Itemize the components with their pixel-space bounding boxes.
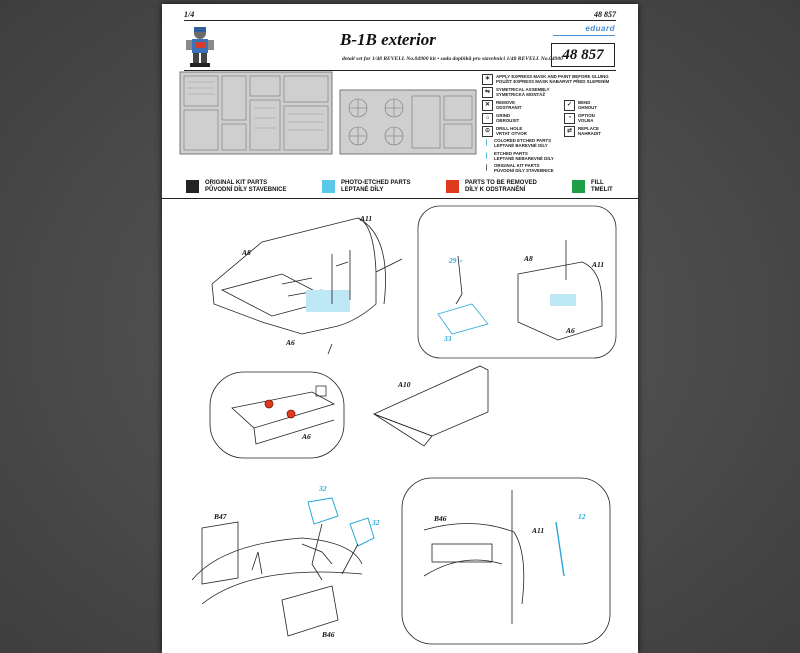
mascot-logo <box>186 27 214 67</box>
label-b46: B46 <box>322 630 335 639</box>
label-a10: A10 <box>398 380 411 389</box>
label-a11-inset: A11 <box>592 260 605 269</box>
product-code-box: 48 857 <box>551 43 615 67</box>
kit-part-icon: ❘ <box>483 165 490 172</box>
legend-item-bend: ✓BEND OHNOUT <box>564 100 597 111</box>
fret-left <box>179 71 333 155</box>
part-33: 33 <box>444 334 452 343</box>
legend-item-replace: ⇄REPLACE NAHRADIT <box>564 126 601 137</box>
aim-icon: ✶ <box>482 74 493 85</box>
legend-item-option: ◔OPTION VOLBA <box>564 113 595 124</box>
legend-item-etched: ❘ETCHED PARTS LEPTANÉ NEBAREVNÉ DÍLY <box>483 151 554 161</box>
etched-icon: ❘ <box>483 153 490 160</box>
remove-icon: ✕ <box>482 100 493 111</box>
grind-icon: ⌂ <box>482 113 493 124</box>
swatch-remove <box>446 180 459 193</box>
fret-right <box>339 89 477 155</box>
label-b47: B47 <box>214 512 227 521</box>
header-rule-bottom <box>184 70 616 71</box>
label-a6-circle: A6 <box>302 432 311 441</box>
legend-item-colored-etched: ❘COLORED ETCHED PARTS LEPTANÉ BAREVNÉ DÍ… <box>483 138 551 148</box>
colored-etched-icon: ❘ <box>483 140 490 147</box>
swatch-fill <box>572 180 585 193</box>
step3-inset <box>401 477 611 645</box>
page-number: 1/4 <box>184 10 195 19</box>
catalog-number: 48 857 <box>594 10 616 19</box>
section-divider <box>162 198 638 199</box>
step2-circle-inset <box>209 371 345 459</box>
option-icon: ◔ <box>564 113 575 124</box>
part-32b: 32 <box>372 518 380 527</box>
legend-item-remove: ✕REMOVE ODSTRANIT <box>482 100 522 111</box>
part-32a: 32 <box>319 484 327 493</box>
step3-main-assembly <box>191 497 375 637</box>
brand-underline <box>553 35 615 36</box>
bend-icon: ✓ <box>564 100 575 111</box>
step1-inset <box>417 205 617 359</box>
label-a11: A11 <box>360 214 373 223</box>
label-b46-inset: B46 <box>434 514 447 523</box>
document-subtitle: detail set for 1/48 REVELL No.04900 kit … <box>342 56 563 62</box>
legend-item-kit-part: ❘ORIGINAL KIT PARTS PŮVODNÍ DÍLY STAVEBN… <box>483 163 554 173</box>
legend-item-symmetry: ⇋SYMETRICAL ASSEMBLY SYMETRICKÁ MONTÁŽ <box>482 87 550 98</box>
legend-item-drill: ⊙DRILL HOLE VRTAT OTVOR <box>482 126 527 137</box>
legend-item-grind: ⌂GRIND OBROUSIT <box>482 113 519 124</box>
header-rule <box>184 20 616 21</box>
drill-icon: ⊙ <box>482 126 493 137</box>
replace-icon: ⇄ <box>564 126 575 137</box>
label-a6: A6 <box>286 338 295 347</box>
part-12: 12 <box>578 512 586 521</box>
brand-logo: eduard <box>585 24 615 33</box>
step2-a10-panel <box>372 365 489 447</box>
label-a8: A8 <box>242 248 251 257</box>
legend-item-mask: ✶APPLY EXPRESS MASK AND PAINT BEFORE GLU… <box>482 74 609 85</box>
swatch-etched <box>322 180 335 193</box>
label-a8-inset: A8 <box>524 254 533 263</box>
label-a6-inset: A6 <box>566 326 575 335</box>
label-a11-b: A11 <box>532 526 545 535</box>
step1-main-assembly <box>211 217 403 355</box>
swatch-kit <box>186 180 199 193</box>
assembly-diagrams <box>191 205 617 645</box>
symmetry-icon: ⇋ <box>482 87 493 98</box>
part-29: 29 <box>449 256 457 265</box>
fret-preview <box>179 71 477 155</box>
instruction-page: 1/4 48 857 B-1B exterior detail set for … <box>162 4 638 653</box>
document-title: B-1B exterior <box>340 30 436 49</box>
